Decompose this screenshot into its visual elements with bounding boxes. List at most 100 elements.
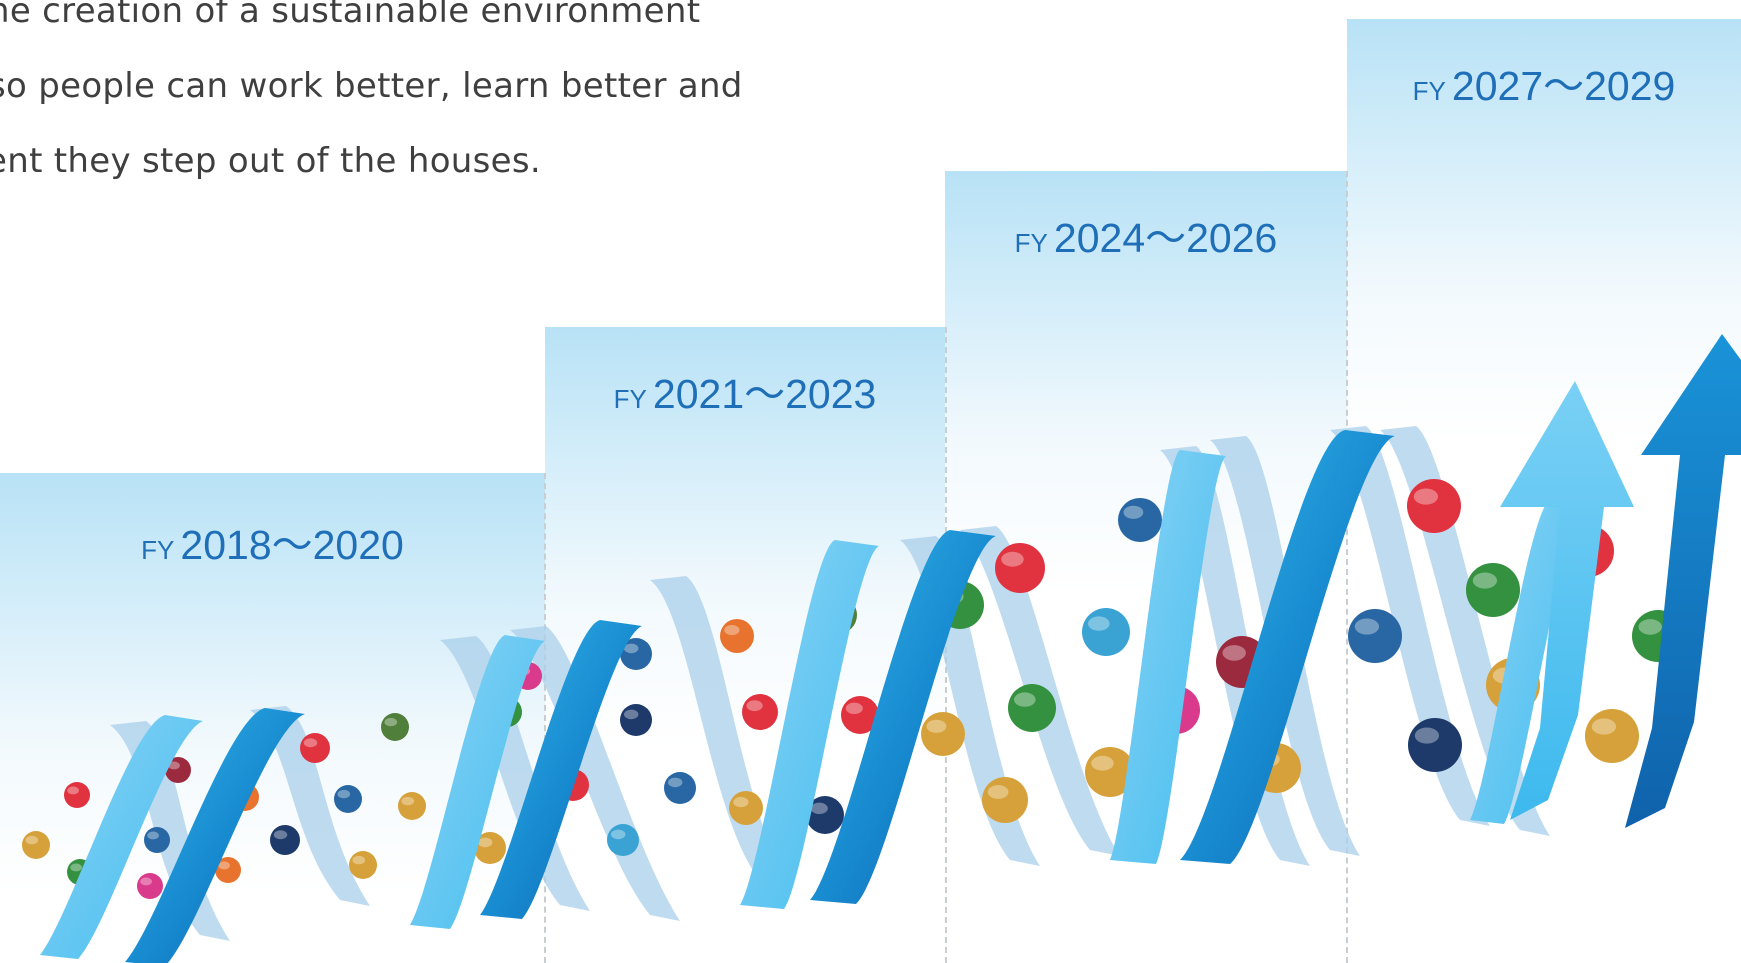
- column-divider: [1346, 171, 1348, 963]
- bead: [729, 791, 763, 825]
- bead: [982, 777, 1028, 823]
- period-years: 2024〜2026: [1053, 215, 1278, 261]
- helix-ribbon-light: [40, 715, 203, 959]
- bead: [620, 638, 652, 670]
- bead: [398, 792, 426, 820]
- bead: [921, 712, 965, 756]
- helix-back-ribbon: [250, 706, 370, 906]
- bead-highlight: [401, 796, 415, 806]
- bead: [300, 733, 330, 763]
- bead-highlight: [384, 717, 398, 727]
- bead: [1407, 479, 1461, 533]
- column-divider: [544, 473, 546, 963]
- bead-highlight: [624, 709, 639, 720]
- bead: [1118, 498, 1162, 542]
- bead-highlight: [1414, 727, 1440, 744]
- bead: [1008, 684, 1056, 732]
- bead: [1585, 709, 1639, 763]
- period-years: 2018〜2020: [180, 522, 404, 568]
- bead: [165, 757, 191, 783]
- bead-highlight: [1222, 645, 1246, 661]
- bead-highlight: [926, 719, 947, 733]
- helix-ribbon-dark: [480, 620, 642, 919]
- bead-highlight: [1413, 488, 1439, 505]
- bead-highlight: [337, 789, 351, 799]
- bead-highlight: [611, 829, 626, 840]
- helix-ribbon-light: [1110, 450, 1226, 864]
- bead-highlight: [25, 835, 39, 845]
- fy-prefix: FY: [141, 535, 175, 565]
- bead-highlight: [1091, 755, 1114, 771]
- bead-highlight: [1472, 572, 1498, 589]
- bead: [474, 832, 506, 864]
- bead-highlight: [273, 830, 288, 840]
- bead-highlight: [70, 863, 82, 872]
- helix-ribbon-light: [740, 540, 879, 909]
- bead-highlight: [733, 796, 749, 808]
- bead-highlight: [1591, 718, 1617, 735]
- bead: [1085, 747, 1135, 797]
- bead: [137, 873, 163, 899]
- bead-highlight: [303, 738, 318, 748]
- bead: [1082, 608, 1130, 656]
- bead: [144, 827, 170, 853]
- bead: [841, 696, 879, 734]
- bead-highlight: [987, 785, 1009, 799]
- bead-highlight: [168, 761, 180, 770]
- bead: [620, 704, 652, 736]
- arrow-up-icon: [1500, 381, 1634, 820]
- bead: [1466, 563, 1520, 617]
- intro-line-2: so people can work better, learn better …: [0, 66, 743, 106]
- bead: [270, 825, 300, 855]
- bead: [215, 857, 241, 883]
- intro-text: he creation of a sustainable environment…: [0, 0, 743, 199]
- bead: [381, 713, 409, 741]
- bead-highlight: [140, 877, 152, 886]
- bead-highlight: [67, 786, 79, 795]
- bead-highlight: [845, 702, 863, 715]
- bead: [1348, 609, 1402, 663]
- bead: [664, 772, 696, 804]
- bead: [1408, 718, 1462, 772]
- helix-ribbon-light: [410, 635, 545, 929]
- intro-line-1: he creation of a sustainable environment: [0, 0, 701, 31]
- period-years: 2021〜2023: [652, 371, 877, 417]
- bead: [349, 851, 377, 879]
- bead-highlight: [668, 777, 683, 788]
- fy-prefix: FY: [613, 384, 647, 414]
- helix-back-ribbon: [510, 626, 680, 921]
- bead: [720, 619, 754, 653]
- fy-prefix: FY: [1412, 76, 1446, 106]
- period-years: 2027〜2029: [1451, 63, 1676, 109]
- bead-highlight: [478, 837, 493, 848]
- bead-highlight: [810, 802, 828, 815]
- growth-arrow-light: [1500, 381, 1634, 820]
- bead-highlight: [1354, 618, 1380, 635]
- arrow-up-icon: [1625, 334, 1741, 828]
- fy-prefix: FY: [1014, 228, 1048, 258]
- bead: [742, 694, 778, 730]
- bead-highlight: [218, 861, 230, 870]
- intro-line-3: ent they step out of the houses.: [0, 141, 542, 181]
- helix-ribbon-dark: [810, 530, 996, 904]
- bead-highlight: [352, 855, 366, 865]
- helix-ribbon-dark: [125, 708, 305, 963]
- bead: [22, 831, 50, 859]
- bead-highlight: [1014, 692, 1036, 707]
- bead: [607, 824, 639, 856]
- bead: [806, 796, 844, 834]
- bead: [334, 785, 362, 813]
- bead-highlight: [147, 831, 159, 840]
- bead: [995, 543, 1045, 593]
- bead-highlight: [624, 643, 639, 654]
- growth-arrow-dark: [1625, 334, 1741, 828]
- bead-highlight: [1001, 551, 1024, 567]
- bead-highlight: [724, 624, 740, 636]
- bead-highlight: [1088, 616, 1110, 631]
- bead-highlight: [1123, 505, 1144, 519]
- bead-highlight: [746, 700, 763, 712]
